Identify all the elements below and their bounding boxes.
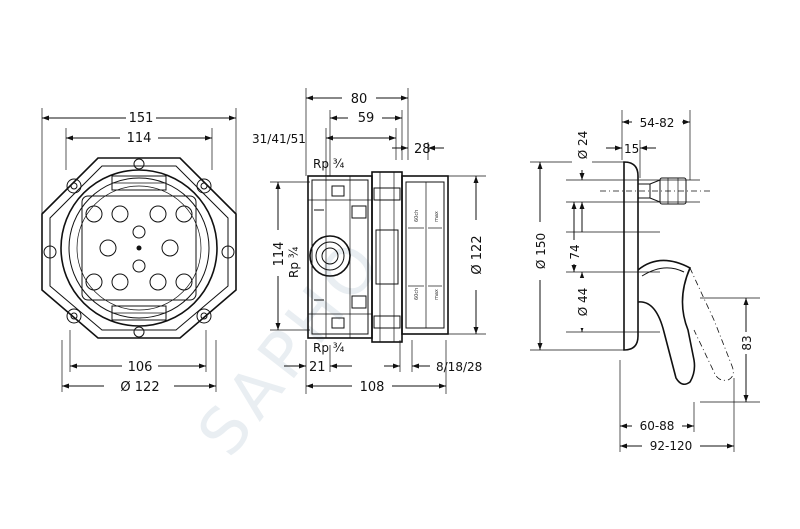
dim-92-120: 92-120	[650, 439, 693, 453]
thread-label-bottom: Rp ¾	[313, 341, 345, 355]
dim-59: 59	[358, 111, 375, 126]
dim-83: 83	[740, 335, 754, 350]
dim-114-vertical: 114	[272, 242, 287, 267]
dim-80: 80	[351, 92, 368, 107]
dim-106: 106	[128, 360, 153, 375]
side-view: 80 59 31/41/51 28 114 Ø 122 21 108 8/18/…	[252, 88, 486, 395]
dim-28: 28	[414, 142, 431, 157]
svg-text:max: max	[434, 289, 440, 300]
thread-label-top: Rp ¾	[313, 157, 345, 171]
dim-diam-122-vertical: Ø 122	[470, 235, 485, 274]
svg-text:max: max	[434, 211, 440, 222]
dim-diam-44: Ø 44	[576, 288, 590, 317]
svg-text:60ch: 60ch	[414, 288, 420, 300]
dim-114: 114	[127, 131, 152, 146]
dim-diam-150: Ø 150	[534, 233, 548, 269]
dim-15: 15	[624, 142, 639, 156]
front-view: 151 114 106 Ø 122	[41, 108, 237, 395]
dim-diam-24: Ø 24	[576, 131, 590, 160]
dim-31-41-51: 31/41/51	[252, 132, 306, 146]
dim-21: 21	[309, 360, 326, 375]
trim-side-view: 54-82 15 Ø 24 Ø 150 74 Ø 44 83 60-88 92-…	[530, 110, 760, 453]
svg-text:60ch: 60ch	[414, 210, 420, 222]
dim-60-88: 60-88	[640, 419, 675, 433]
dim-151: 151	[129, 111, 154, 126]
dim-74: 74	[568, 244, 582, 259]
thread-label-side: Rp ¾	[287, 246, 301, 278]
dim-54-82: 54-82	[640, 116, 675, 130]
dim-diam-122: Ø 122	[120, 380, 159, 395]
dim-8-18-28: 8/18/28	[436, 360, 482, 374]
dim-108: 108	[360, 380, 385, 395]
